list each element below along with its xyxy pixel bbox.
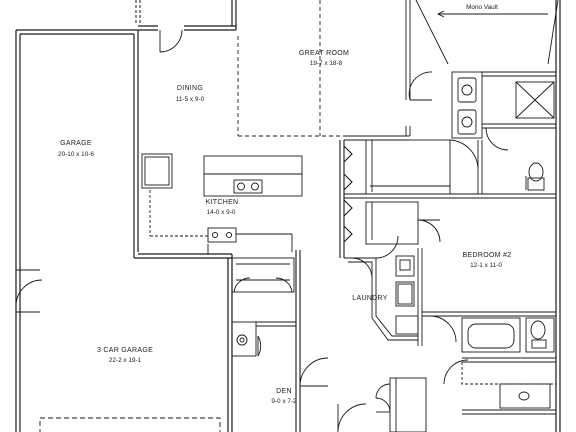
den-label: DEN (276, 388, 292, 395)
lower-closet (375, 377, 427, 432)
kitchen-fixtures (141, 153, 303, 254)
laundry-label: LAUNDRY (352, 295, 387, 302)
laundry-fixtures (344, 235, 419, 341)
dining-dims: 11-5 x 9-0 (176, 96, 205, 103)
mono-vault-note: Mono Vault (466, 4, 498, 11)
bedroom-2-walls (365, 201, 556, 346)
den-dims: 9-0 x 7-2 (271, 398, 297, 405)
room-labels: GREAT ROOM 19-7 x 18-8 DINING 11-5 x 9-0… (58, 4, 511, 405)
bedroom-2-dims: 12-1 x 11-0 (470, 262, 502, 269)
garage-label: GARAGE (60, 140, 92, 147)
great-room-outline (237, 0, 559, 137)
kitchen-dims: 14-0 x 9-0 (207, 209, 236, 216)
bath-lower (443, 317, 556, 415)
kitchen-label: KITCHEN (206, 199, 239, 206)
exterior-walls (15, 0, 561, 432)
three-car-garage-dims: 22-2 x 19-1 (109, 357, 142, 364)
hall-walls (295, 135, 410, 432)
dining-door (159, 29, 183, 53)
bedroom-closet (344, 139, 556, 199)
great-room-label: GREAT ROOM (299, 50, 349, 57)
garage-details (15, 269, 221, 432)
bedroom-2-label: BEDROOM #2 (463, 252, 512, 259)
center-closets (231, 257, 367, 432)
dining-label: DINING (177, 85, 203, 92)
garage-dims: 20-10 x 10-6 (58, 151, 94, 158)
three-car-garage-label: 3 CAR GARAGE (97, 347, 153, 354)
bath-upper (408, 71, 556, 191)
great-room-dims: 19-7 x 18-8 (310, 60, 343, 67)
top-opening-marks (135, 0, 141, 24)
